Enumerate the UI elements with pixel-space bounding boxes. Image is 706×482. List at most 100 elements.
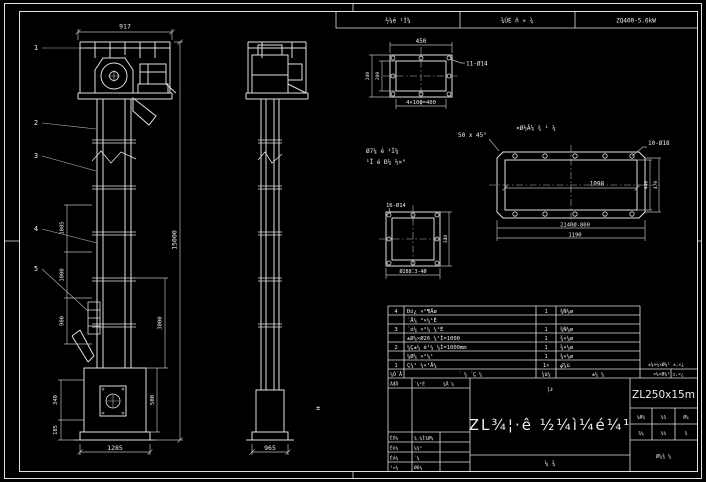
flange-centerlines	[383, 47, 459, 105]
detail-square: 16-Ø14 Ø288.3-4Ø 340	[379, 202, 452, 279]
dim-overall-height: 15000	[171, 230, 179, 250]
casing-walls	[96, 99, 132, 368]
tb-left-cell: ¹¤¼	[390, 465, 399, 471]
title-block-grid	[387, 378, 698, 472]
tb-left-cell: Éó¼	[390, 454, 399, 462]
bucket-inspection-box	[87, 301, 101, 335]
dim-bottom-side: 965	[264, 444, 276, 452]
dim-left-2: 1000	[60, 268, 66, 281]
chamfer-leader	[488, 138, 500, 152]
parts-header-std: ×¼×Ø¼¹ ±,×¿	[653, 371, 684, 378]
part-qty: 1	[544, 336, 547, 342]
parts-header-no: ¼Ò´Å	[390, 371, 402, 378]
part-name: ´Å¼ °×¼¹É	[407, 316, 437, 324]
head-pulley	[100, 62, 128, 90]
dim-lines-side	[249, 444, 291, 455]
tb-sheet-note: ¼ ¾	[545, 461, 556, 468]
tb-left-cell: ¼¾¹	[414, 446, 423, 452]
discharge-spout	[132, 96, 157, 126]
plate-dim-right-inner: 440	[644, 181, 650, 190]
part-no: 3	[394, 327, 397, 333]
dim-left-3: 900	[60, 316, 66, 326]
top-cell-1: ½¼é ¹Ì¼	[385, 18, 411, 25]
tb-left-cell: Ø6¼	[414, 464, 423, 471]
weld-note-line2: ¹Ï é Ð¼ ½×°	[366, 159, 406, 166]
part-no: 4	[394, 309, 398, 315]
pulley-cross	[108, 70, 120, 82]
dim-boot-1: 340	[53, 395, 59, 405]
drawing-frame	[4, 3, 702, 479]
part-name: Ðó¿ ×°¶Äø	[407, 308, 437, 315]
detail-flange: 450 11-Ø14 4×100=400 240 200	[365, 38, 488, 109]
head-housing	[94, 57, 134, 93]
parts-header-qty: ¾ü¼	[541, 372, 550, 378]
part-mat: ؼ¼ü	[560, 363, 570, 369]
part-name: ´ó¼ ×°¼ ¼¹É	[407, 325, 443, 333]
parts-header-mat: ±¼ ¼	[592, 372, 604, 378]
head-platform-handrail	[77, 41, 173, 100]
plate-holes-callout: 10-Ø18	[648, 140, 670, 147]
flange-outline	[389, 54, 453, 98]
inner-border	[19, 11, 698, 472]
parts-table: 4 Ðó¿ ×°¶Äø 1 ¾Ñ¼ø ´Å¼ °×¼¹É 3 ´ó¼ ×°¼ ¼…	[387, 305, 698, 379]
casing-flange-joints	[92, 139, 136, 328]
tb-right-cell: ¼¼	[661, 431, 667, 437]
part-mat: ¾Ñ¼ø	[560, 326, 574, 333]
chamfer-note: 50 x 45°	[458, 132, 487, 139]
dim-boot-right: 500	[150, 395, 156, 405]
side-boot	[246, 389, 294, 441]
tb-right-cell: ¼¾	[661, 415, 667, 421]
plate-note: ¤Ø½Â¼ ¾ ¹ ¼	[516, 125, 556, 132]
dim-lines-front	[58, 29, 183, 455]
parts-right-note: ±¾×¼×Ø¼¹ ±,×¿	[648, 361, 684, 368]
dim-bottom-front: 1285	[107, 444, 123, 452]
flange-holes-callout: 11-Ø14	[466, 61, 488, 68]
part-no: 1	[394, 363, 397, 369]
part-qty: 1	[544, 354, 547, 360]
part-qty: 1	[544, 327, 547, 333]
flange-dim-left-inner: 200	[375, 72, 381, 81]
balloon-3: 3	[34, 152, 38, 160]
tb-small-top: ļż	[547, 387, 553, 393]
tb-left-cell: Éè¼	[390, 444, 399, 452]
plate-dim-right-outer: 470	[653, 181, 659, 190]
part-qty: 1	[544, 309, 547, 315]
flange-dim-bottom: 4×100=400	[406, 100, 436, 106]
dim-boot-2: 185	[53, 425, 59, 435]
balloon-leaders	[41, 47, 98, 312]
plate-dim-bottom-1: 2140Ø-800	[560, 222, 590, 229]
balloon-2: 2	[34, 119, 38, 127]
door-bolt	[101, 387, 105, 391]
drawing-title: ZL¾¦·ê ½¼ì¼é¼¹	[469, 416, 632, 434]
stray-mark: ±	[316, 404, 320, 412]
flange-dim-lines	[369, 42, 465, 109]
detail-plate: 1098 2140Ø-800 1190 10-Ø18 440 470	[489, 140, 670, 241]
break-line	[91, 150, 137, 164]
top-info-table: ½¼é ¹Ì¼ ¾ÚÉ ñ » ¾ ZQ400-5.6kW	[335, 11, 698, 29]
part-name: ±Ø¼×Ø26 ¼¹Ì=1000	[407, 335, 460, 342]
tb-left-cell: ´¼	[414, 456, 420, 462]
part-no: 2	[394, 345, 397, 351]
square-dim-right: 340	[443, 235, 449, 244]
tb-left-cell: ÉÓ¼	[390, 434, 399, 442]
tb-left-cell: ¾Å´¼	[443, 381, 454, 388]
part-qty: 1	[544, 345, 547, 351]
tb-right-cell: ¾¼	[638, 431, 644, 437]
plate-dim-lines	[496, 146, 661, 241]
flange-holes	[390, 55, 452, 97]
plate-centerlines	[489, 145, 653, 225]
balloon-5: 5	[34, 265, 38, 273]
tb-left-cell: ÄǼÅ	[390, 380, 399, 388]
square-holes-callout: 16-Ø14	[386, 202, 407, 209]
door-bolt	[101, 411, 105, 415]
front-view: 1 2 3 4 5 917 15000 3000 1085 1000 900 3…	[34, 23, 183, 455]
side-view: 965 ±	[245, 41, 320, 455]
top-cell-3: ZQ400-5.6kW	[616, 18, 656, 25]
door-bolt	[121, 411, 125, 415]
dim-top-width: 917	[119, 23, 131, 31]
plate-dim-bottom-2: 1190	[568, 233, 581, 239]
door-cross	[106, 394, 120, 408]
part-name: ¼Ç±¼ é¹¼ ¼Ì=1000mm	[407, 344, 467, 351]
